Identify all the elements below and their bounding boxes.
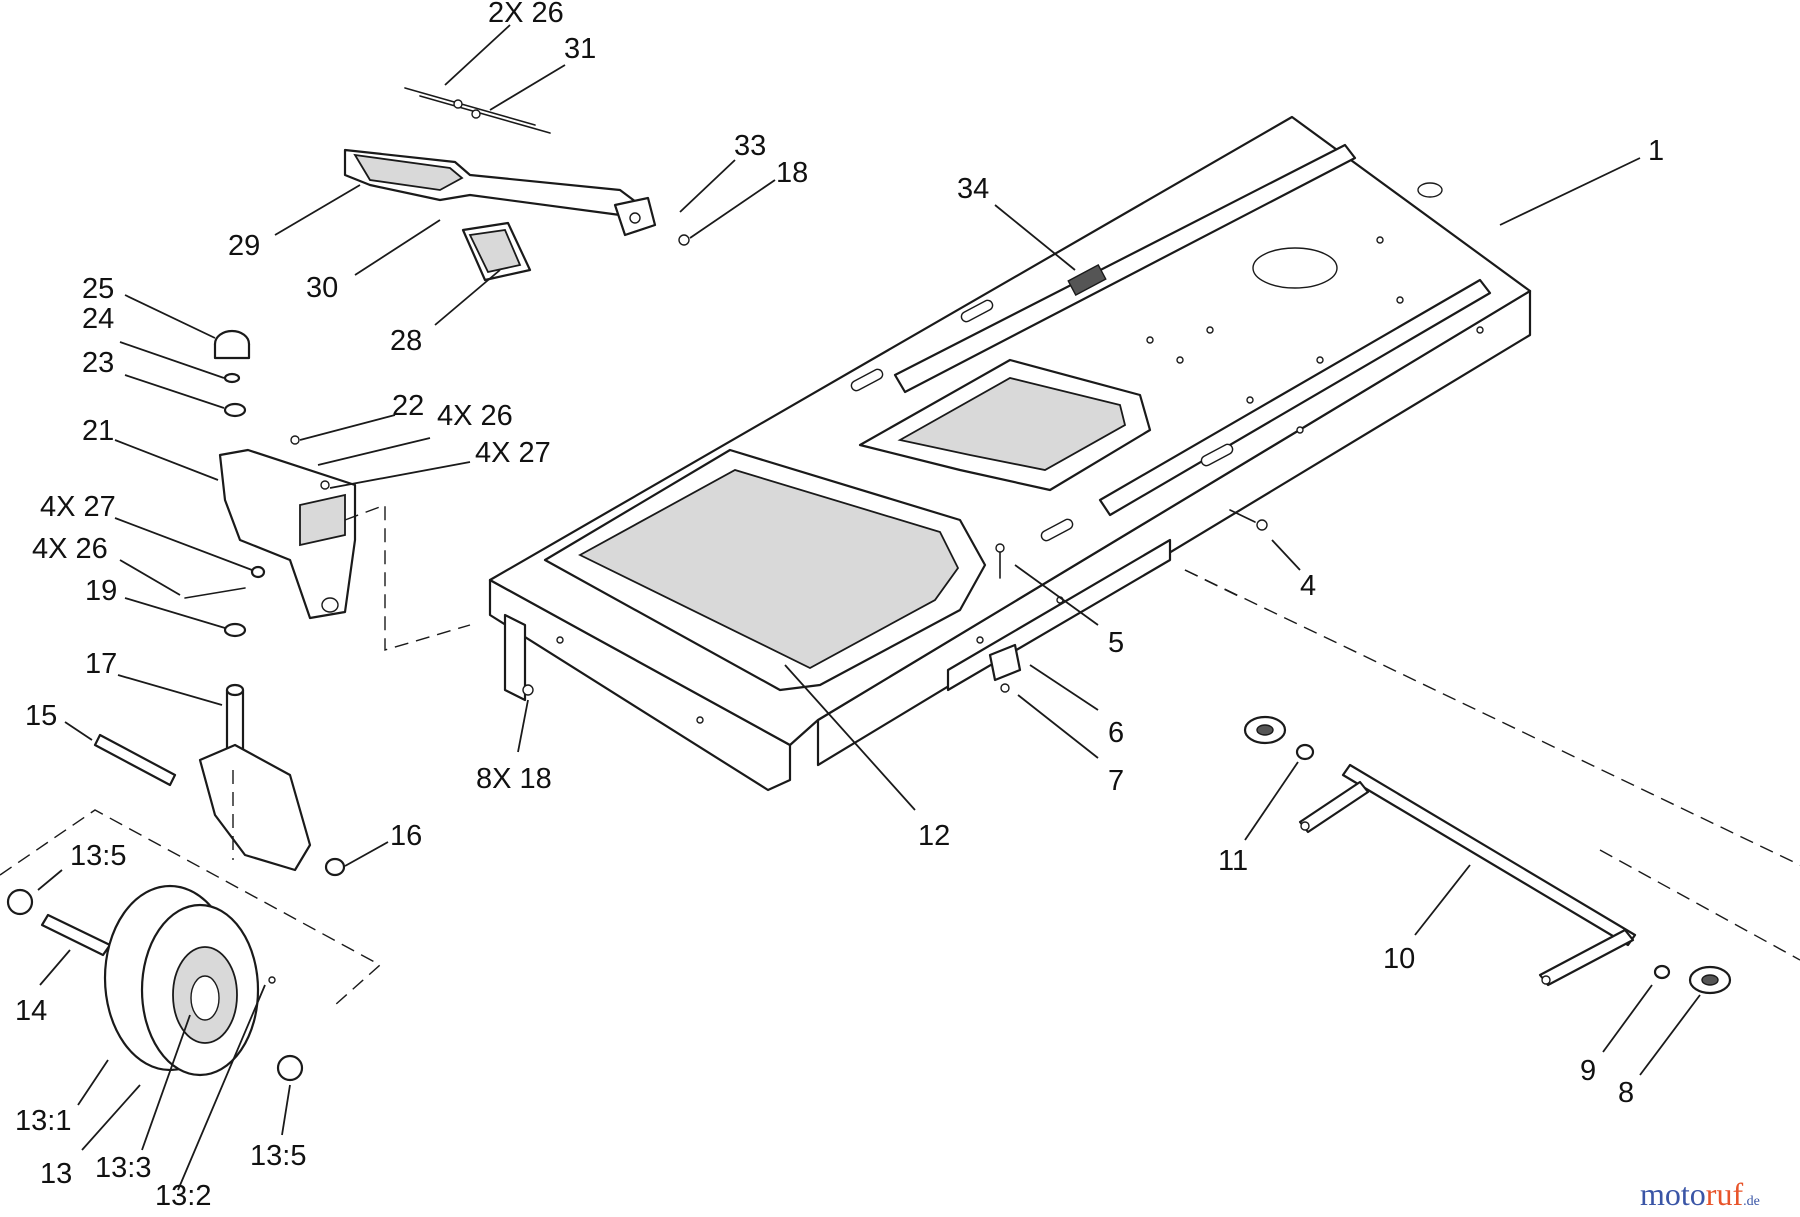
callout-19: 19 [85,575,117,607]
axle-bearing-8 [1653,964,1732,995]
front-axle [1298,763,1637,987]
callout-23: 23 [82,347,114,379]
callout-13-5-top: 13:5 [70,840,126,872]
callout-12: 12 [918,820,950,852]
callout-13-1: 13:1 [15,1105,71,1137]
callout-17: 17 [85,648,117,680]
callout-labels: 1 34 2X 26 31 33 18 29 30 28 25 24 23 21… [15,0,1664,1212]
callout-24: 24 [82,303,114,335]
callout-25: 25 [82,273,114,305]
callout-4x27-top: 4X 27 [475,437,551,469]
callout-8x18: 8X 18 [476,763,552,795]
callout-28: 28 [390,325,422,357]
callout-9: 9 [1580,1055,1596,1087]
callout-8: 8 [1618,1077,1634,1109]
callout-14: 14 [15,995,47,1027]
leader-lines [37,24,1701,1191]
callout-2x26: 2X 26 [488,0,564,29]
callout-30: 30 [306,272,338,304]
callout-16: 16 [390,820,422,852]
callout-4x26-top: 4X 26 [437,400,513,432]
callout-4x27-left: 4X 27 [40,491,116,523]
main-frame [488,115,1532,792]
callout-29: 29 [228,230,260,262]
callout-22: 22 [392,390,424,422]
watermark-logo: motoruf.de [1640,1176,1760,1212]
callout-33: 33 [734,130,766,162]
callout-13-2: 13:2 [155,1180,211,1212]
brake-pedal-assembly [343,87,690,282]
svg-text:motoruf.de: motoruf.de [1640,1176,1760,1212]
callout-6: 6 [1108,717,1124,749]
callout-5: 5 [1108,627,1124,659]
callout-10: 10 [1383,943,1415,975]
callout-13-5-bottom: 13:5 [250,1140,306,1172]
callout-18: 18 [776,157,808,189]
caster-wheel [6,884,304,1082]
callout-1: 1 [1648,135,1664,167]
callout-11: 11 [1218,845,1248,877]
axle-bearing-11 [1243,715,1315,761]
callout-13: 13 [40,1158,72,1190]
callout-34: 34 [957,173,989,205]
bracket-5-6-7 [522,509,1268,696]
callout-13-3: 13:3 [95,1152,151,1184]
callout-4x26-left: 4X 26 [32,533,108,565]
watermark-part1: moto [1640,1176,1706,1212]
callout-4: 4 [1300,570,1316,602]
assembly-lines [0,503,1800,1006]
caster-mount-assembly [93,329,357,877]
callout-21: 21 [82,415,114,447]
callout-7: 7 [1108,765,1124,797]
callout-31: 31 [564,33,596,65]
watermark-part2: ruf [1706,1176,1744,1212]
watermark-suffix: .de [1743,1194,1760,1209]
callout-15: 15 [25,700,57,732]
